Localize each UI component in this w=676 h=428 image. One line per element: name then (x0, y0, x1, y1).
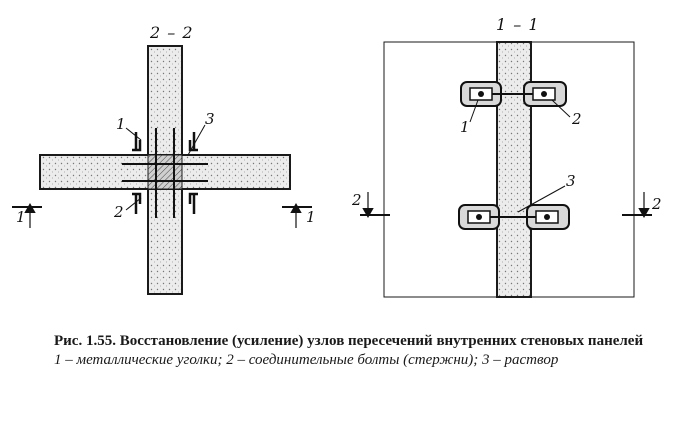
section-mark-2-right (622, 192, 652, 219)
callout-3-right: 3 (566, 172, 576, 190)
section-label-2-right: 2 (651, 195, 662, 213)
leader-lines-left (125, 124, 206, 211)
callout-3-left: 3 (205, 110, 215, 128)
connecting-bolts (122, 128, 208, 218)
section-label-1-left: 1 (16, 208, 26, 226)
view-title-1-1: 1 – 1 (496, 15, 540, 34)
caption-legend: 1 – металлические уголки; 2 – соединител… (54, 352, 559, 368)
callout-2-right: 2 (571, 110, 582, 128)
section-label-2-left: 2 (351, 191, 362, 209)
section-mark-2-left (360, 192, 390, 219)
caption-title: Рис. 1.55. Восстановление (усиление) узл… (54, 333, 644, 349)
mortar-joint (147, 154, 183, 190)
figure-caption: Рис. 1.55. Восстановление (усиление) узл… (14, 332, 666, 369)
section-label-1-right: 1 (306, 208, 316, 226)
callout-1-right: 1 (460, 118, 470, 136)
leader-lines-right (469, 99, 571, 213)
view-title-2-2: 2 – 2 (149, 23, 194, 42)
lower-connection (458, 204, 570, 230)
plan-view-2-2: 2 – 2 1 3 (12, 23, 316, 295)
callout-2-left: 2 (113, 203, 124, 221)
upper-connection (460, 81, 567, 107)
reinforcement-diagram: 2 – 2 1 3 (12, 15, 662, 298)
vertical-wall-section (496, 41, 532, 298)
elevation-view-1-1: 1 – 1 1 (351, 15, 662, 298)
metal-angles (132, 132, 198, 214)
section-mark-1-left (12, 202, 42, 228)
callout-1-left: 1 (116, 115, 126, 133)
section-mark-1-right (282, 202, 312, 228)
